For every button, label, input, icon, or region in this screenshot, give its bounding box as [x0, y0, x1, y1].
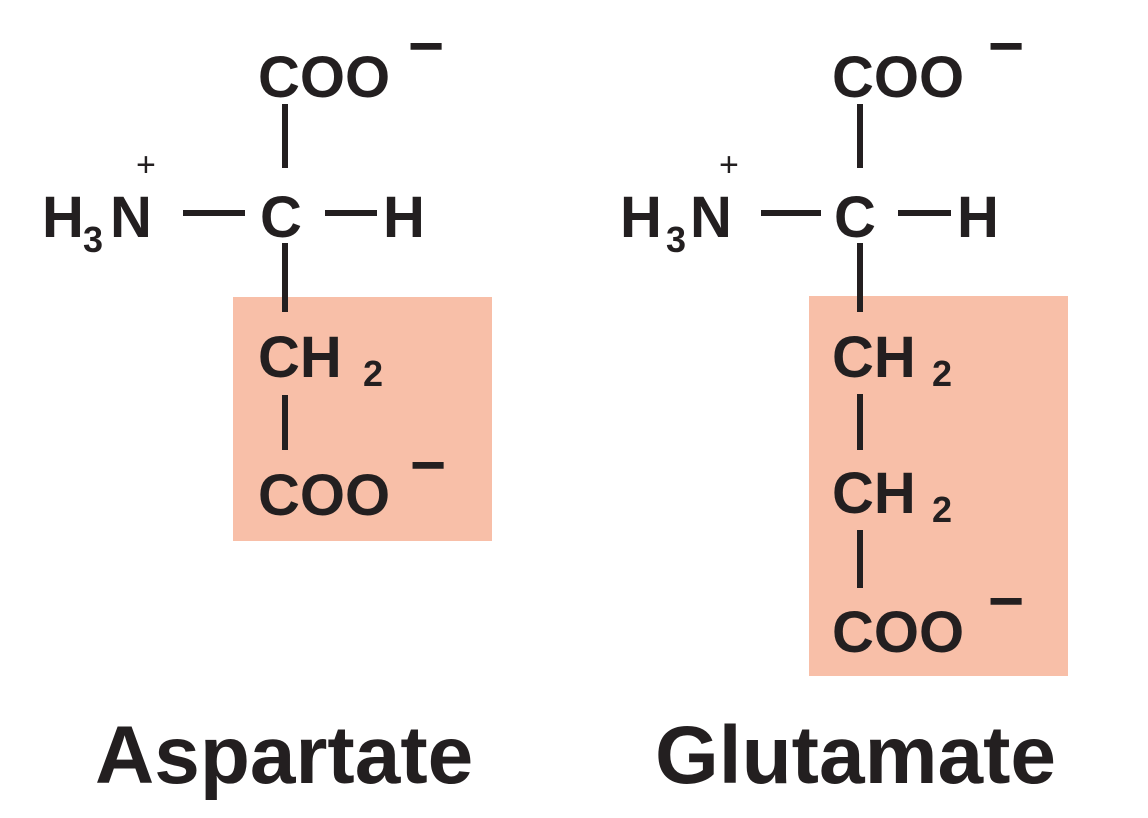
aspartate-alpha-carbon: C [260, 185, 302, 250]
aspartate-side-ch: CH [258, 325, 342, 390]
glutamate-top-charge: − [988, 12, 1024, 81]
glutamate-amine-charge: + [719, 146, 739, 184]
glutamate-side-carboxylate: COO [832, 600, 964, 665]
aspartate-amine-subscript: 3 [83, 219, 103, 260]
aspartate-top-charge: − [408, 12, 444, 81]
aspartate-name: Aspartate [95, 710, 473, 801]
aspartate-amine-h: H [42, 185, 84, 250]
glutamate-amine-h: H [620, 185, 662, 250]
aspartate-side-chain-highlight [233, 297, 492, 541]
aspartate-side-charge: − [410, 431, 446, 500]
aspartate-amine-n: N [110, 185, 152, 250]
glutamate-side-ch-2-subscript: 2 [932, 489, 952, 530]
glutamate-amine-n: N [690, 185, 732, 250]
glutamate-amine-subscript: 3 [666, 219, 686, 260]
aspartate-alpha-h: H [383, 185, 425, 250]
glutamate-side-chain-highlight [809, 296, 1068, 676]
aspartate-side-ch-subscript: 2 [363, 353, 383, 394]
glutamate-alpha-h: H [957, 185, 999, 250]
aspartate-amine-charge: + [136, 146, 156, 184]
aspartate-top-carboxylate: COO [258, 45, 390, 110]
glutamate-side-ch-1: CH [832, 325, 916, 390]
aspartate-structure: COO − H 3 N + C H CH 2 COO − Aspartate [42, 12, 492, 801]
glutamate-side-ch-1-subscript: 2 [932, 353, 952, 394]
glutamate-alpha-carbon: C [834, 185, 876, 250]
glutamate-side-charge: − [988, 567, 1024, 636]
glutamate-structure: COO − H 3 N + C H CH 2 CH 2 COO − Glutam… [620, 12, 1068, 801]
aspartate-side-carboxylate: COO [258, 463, 390, 528]
glutamate-name: Glutamate [655, 710, 1056, 801]
glutamate-top-carboxylate: COO [832, 45, 964, 110]
glutamate-side-ch-2: CH [832, 461, 916, 526]
